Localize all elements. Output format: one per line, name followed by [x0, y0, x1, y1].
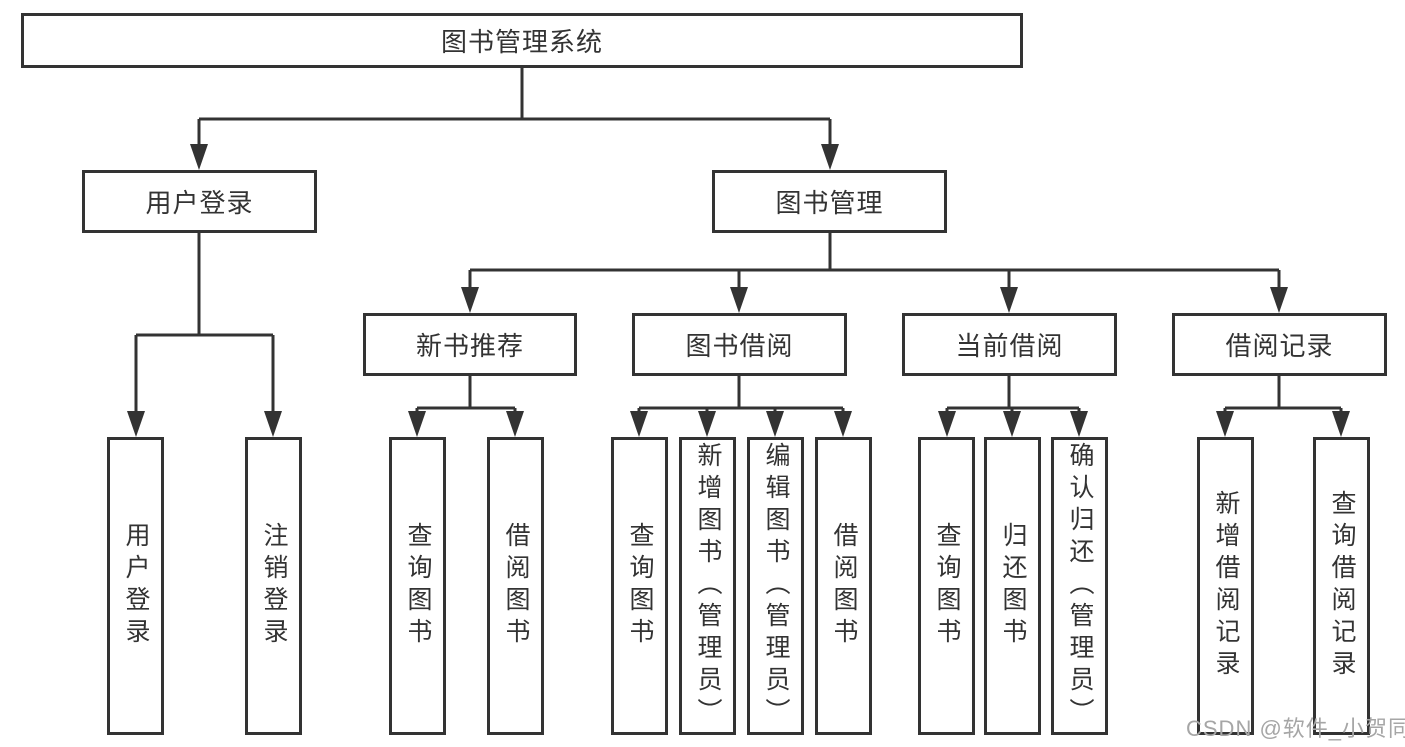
arrowhead-leaf-login: [127, 411, 145, 437]
leaf-user-login: 用户登录: [107, 437, 164, 735]
arrowhead-current-borrow: [1000, 287, 1018, 313]
arrowhead-user-login: [190, 144, 208, 170]
leaf-confirm-return-admin: 确认归还（管理员）: [1051, 437, 1108, 735]
csdn-watermark: CSDN @软件_小贺同学: [1186, 716, 1405, 741]
connector-book-mgmt-branch: [461, 233, 1288, 313]
leaf-borrow-books-borrow: 借阅图书: [815, 437, 872, 735]
leaf-edit-book-admin: 编辑图书（管理员）: [747, 437, 804, 735]
node-user-login: 用户登录: [82, 170, 317, 233]
leaf-query-books-current: 查询图书: [918, 437, 975, 735]
arrowhead-new-book-rec: [461, 287, 479, 313]
arrowhead-borrow-records: [1270, 287, 1288, 313]
leaf-borrow-books-rec: 借阅图书: [487, 437, 544, 735]
connector-user-login-branch: [127, 233, 282, 437]
leaf-return-book: 归还图书: [984, 437, 1041, 735]
connector-book-borrow-branch: [630, 376, 852, 437]
arrowhead-leaf-logout: [264, 411, 282, 437]
connector-borrow-records-branch: [1216, 376, 1350, 437]
leaf-add-book-admin: 新增图书（管理员）: [679, 437, 736, 735]
node-book-borrowing: 图书借阅: [632, 313, 847, 376]
node-current-borrowing: 当前借阅: [902, 313, 1117, 376]
arrowhead-book-mgmt: [821, 144, 839, 170]
leaf-add-borrow-record: 新增借阅记录: [1197, 437, 1254, 735]
leaf-query-borrow-record: 查询借阅记录: [1313, 437, 1370, 735]
connector-current-borrow-branch: [938, 376, 1088, 437]
connector-new-book-rec-branch: [408, 376, 524, 437]
node-root-system: 图书管理系统: [21, 13, 1023, 68]
leaf-query-books-borrow: 查询图书: [611, 437, 668, 735]
node-book-management: 图书管理: [712, 170, 947, 233]
node-borrowing-records: 借阅记录: [1172, 313, 1387, 376]
node-new-book-recommendation: 新书推荐: [363, 313, 577, 376]
arrowhead-book-borrow: [730, 287, 748, 313]
leaf-query-books-rec: 查询图书: [389, 437, 446, 735]
connector-root-to-level2: [190, 68, 839, 170]
leaf-logout: 注销登录: [245, 437, 302, 735]
